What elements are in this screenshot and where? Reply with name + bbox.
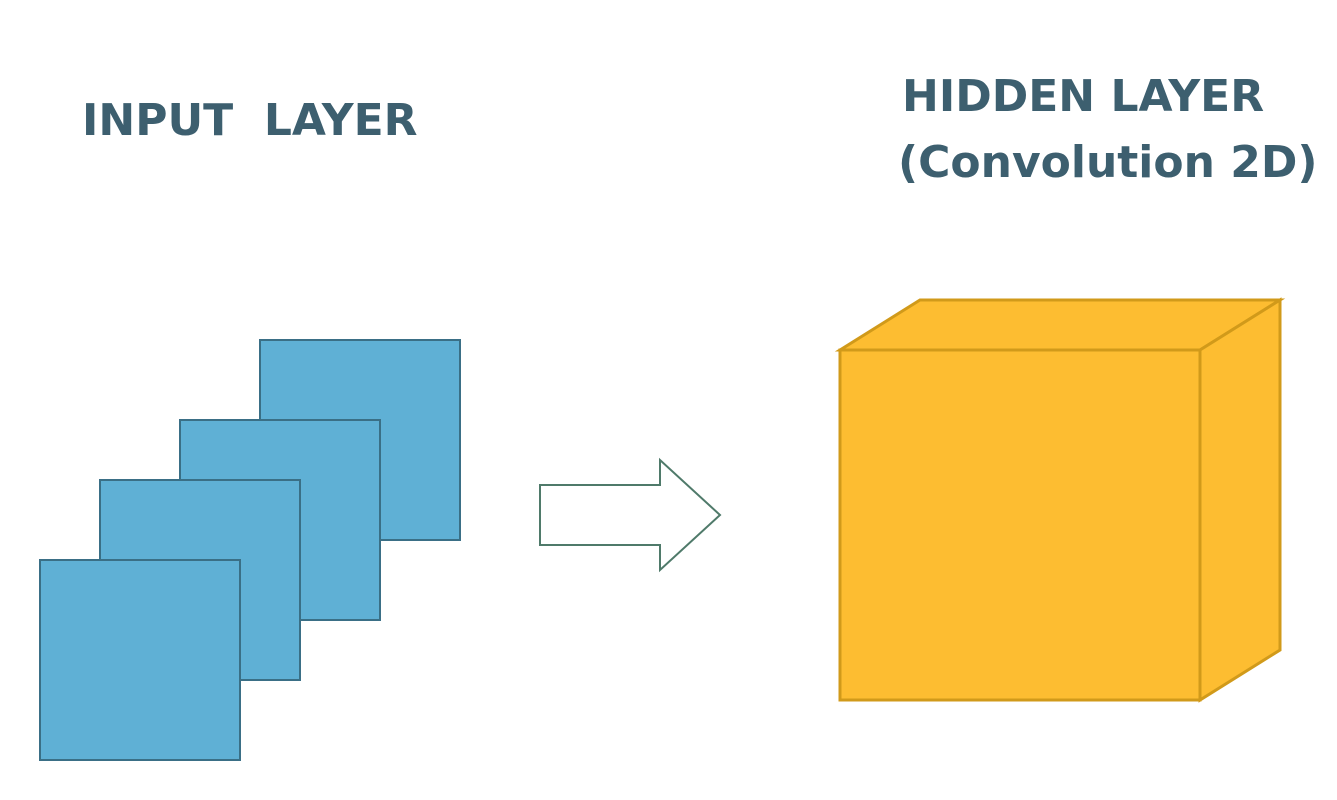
hidden-layer-title: HIDDEN LAYER <box>902 71 1265 122</box>
input-layer-title: INPUT LAYER <box>82 95 418 146</box>
hidden-layer-cube <box>834 297 1286 703</box>
right-arrow-icon <box>539 457 722 573</box>
cube-front-face <box>838 348 1202 702</box>
hidden-layer-subtitle: (Convolution 2D) <box>898 137 1318 188</box>
input-channel-stack <box>39 339 461 761</box>
cube-side-face <box>1198 297 1282 703</box>
input-channel-1 <box>39 559 241 761</box>
